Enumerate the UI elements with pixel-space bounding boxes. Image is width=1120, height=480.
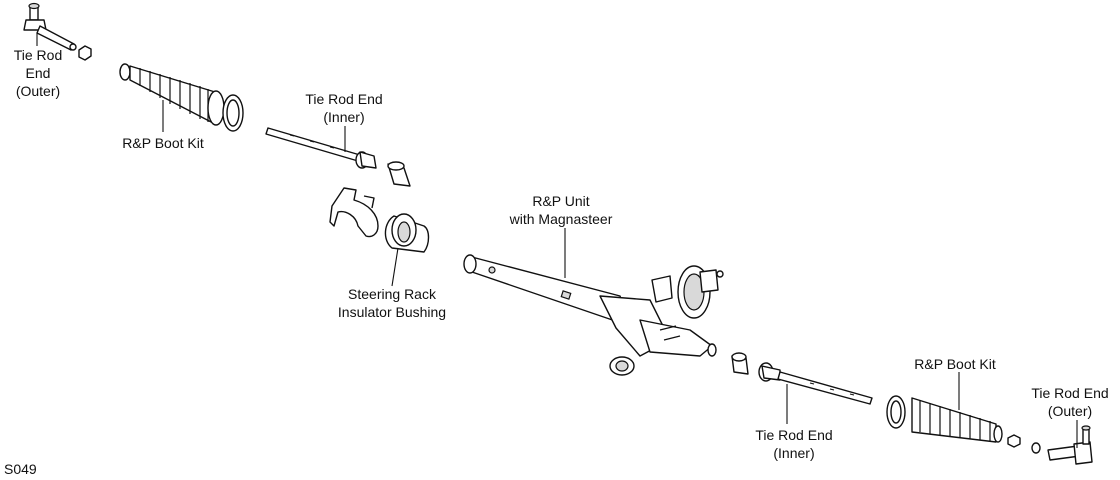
tie-rod-jam-nut-right <box>1007 434 1021 448</box>
label-tie-rod-end-outer-left: Tie Rod End (Outer) <box>13 47 63 99</box>
figure-code: S049 <box>4 461 37 477</box>
label-steering-rack-insulator-bushing: Steering Rack Insulator Bushing <box>337 286 447 320</box>
insulator-bushing-clamp <box>329 187 379 238</box>
inner-tie-rod-bottom-part <box>758 362 873 405</box>
outer-tie-rod-end-left-part <box>23 2 77 51</box>
label-tie-rod-end-outer-right: Tie Rod End (Outer) <box>1031 385 1109 419</box>
label-rp-boot-kit-right: R&P Boot Kit <box>914 356 996 372</box>
boot-kit-right-part <box>886 395 1003 443</box>
sleeve-top <box>387 161 411 187</box>
label-tie-rod-end-inner-bottom: Tie Rod End (Inner) <box>755 427 833 461</box>
label-rp-boot-kit-left: R&P Boot Kit <box>122 135 204 151</box>
inner-tie-rod-top-part <box>265 127 377 169</box>
rack-pinion-unit-part <box>463 254 724 357</box>
label-rp-unit: R&P Unit with Magnasteer <box>509 193 613 227</box>
leader-lines <box>36 33 1078 448</box>
washer-right <box>1031 442 1041 454</box>
insulator-bushing-sleeve <box>384 213 430 253</box>
tie-rod-jam-nut-left <box>78 45 92 61</box>
sleeve-right <box>731 352 749 375</box>
label-tie-rod-end-inner-top: Tie Rod End (Inner) <box>305 91 383 125</box>
mounting-ring-lower <box>609 356 635 376</box>
outer-tie-rod-end-right-part <box>1047 425 1093 465</box>
boot-kit-left-part <box>119 63 244 132</box>
